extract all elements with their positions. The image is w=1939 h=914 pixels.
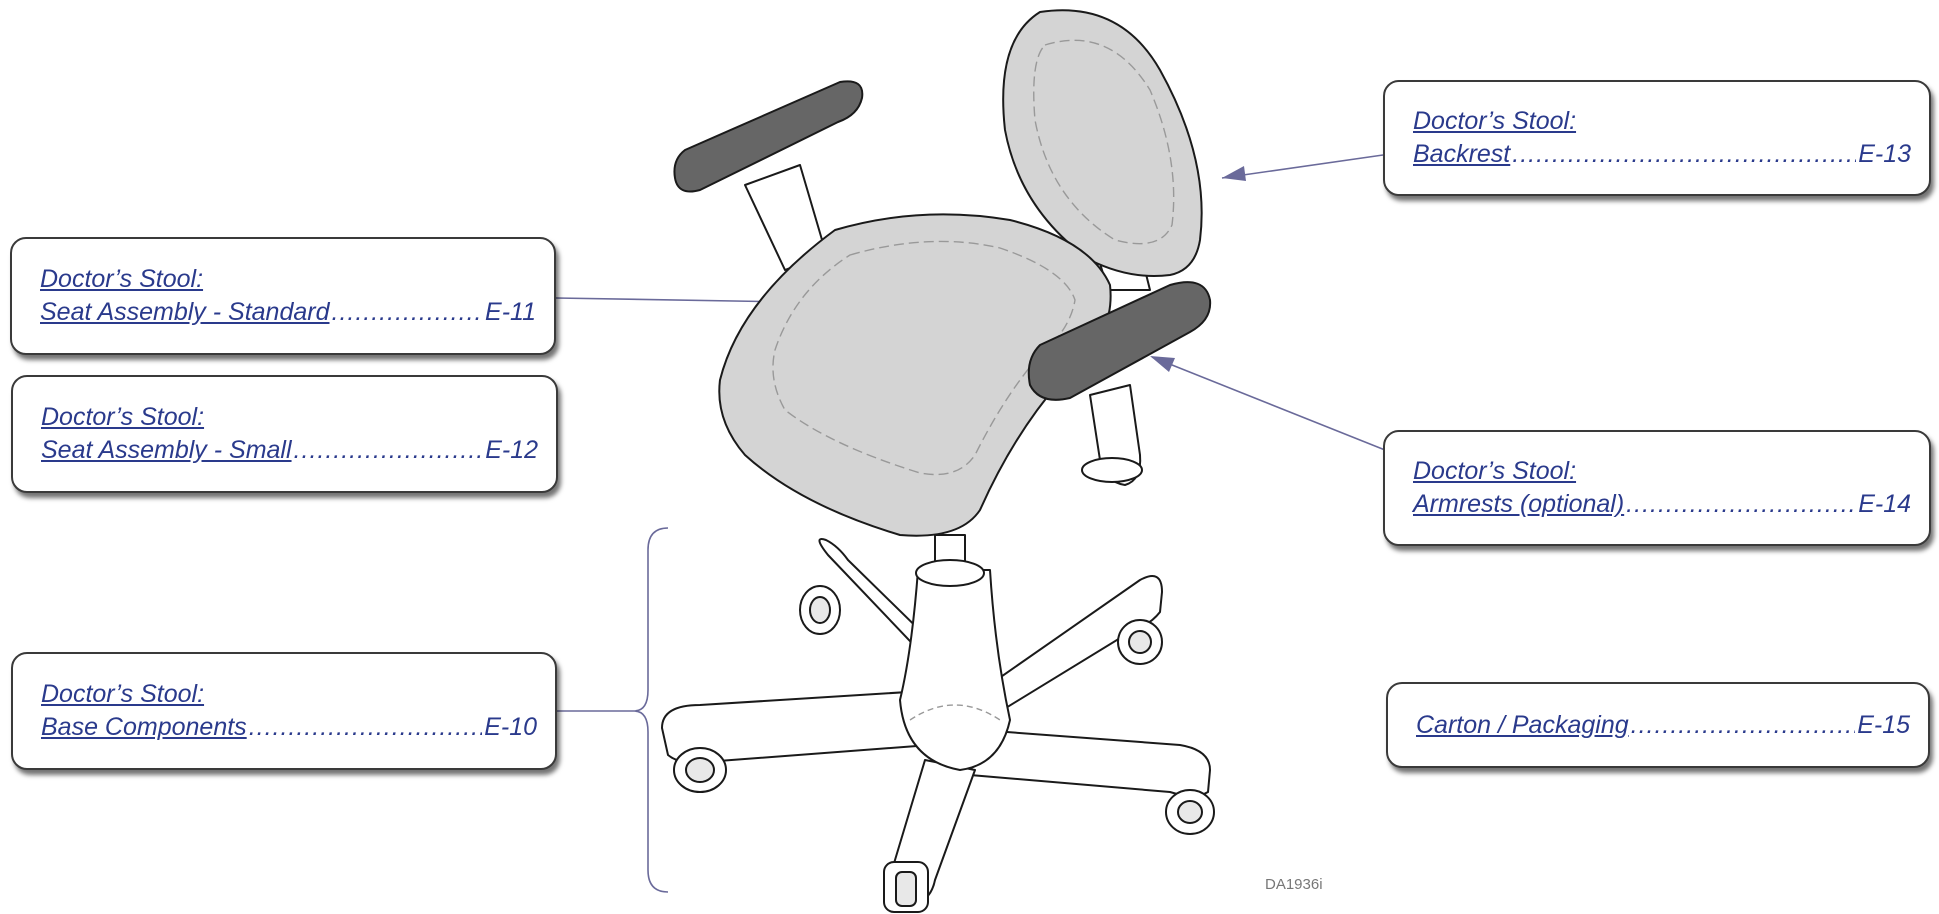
callout-seat-standard[interactable]: Doctor’s Stool: Seat Assembly - Standard… — [10, 237, 556, 355]
seat-seam — [772, 240, 1076, 476]
base-bracket — [633, 527, 669, 893]
callout-armrests-heading[interactable]: Doctor’s Stool: — [1413, 457, 1577, 485]
leader-backrest — [1221, 154, 1384, 179]
callout-seat-standard-page: E-11 — [485, 298, 536, 326]
callout-armrests-page: E-14 — [1858, 490, 1911, 518]
callout-carton-page: E-15 — [1857, 710, 1910, 739]
callout-base-heading[interactable]: Doctor’s Stool: — [41, 680, 205, 708]
base-hub — [899, 569, 1011, 771]
callout-carton-part[interactable]: Carton / Packaging — [1416, 710, 1629, 739]
dot-leader — [1626, 488, 1856, 521]
leader-armrests — [1151, 356, 1386, 451]
callout-seat-standard-part[interactable]: Seat Assembly - Standard — [40, 298, 330, 326]
arrowhead-armrests — [1150, 356, 1175, 372]
hub-top — [915, 559, 985, 587]
callout-carton-line: Carton / Packaging E-15 — [1416, 709, 1910, 742]
callout-seat-small-page: E-12 — [485, 436, 538, 464]
callout-armrests-part[interactable]: Armrests (optional) — [1413, 490, 1625, 518]
backrest — [1002, 9, 1203, 277]
casters — [673, 585, 1215, 913]
seat — [718, 213, 1112, 537]
backrest-seam — [1033, 39, 1175, 245]
callout-backrest[interactable]: Doctor’s Stool: Backrest E-13 — [1383, 80, 1931, 196]
callout-armrests[interactable]: Doctor’s Stool: Armrests (optional) E-14 — [1383, 430, 1931, 546]
callout-backrest-line: Backrest E-13 — [1413, 138, 1911, 171]
callout-backrest-part[interactable]: Backrest — [1413, 140, 1511, 168]
base-leg-front-right — [969, 729, 1211, 797]
drawing-id-label: DA1936i — [1265, 876, 1323, 893]
callout-seat-small[interactable]: Doctor’s Stool: Seat Assembly - Small E-… — [11, 375, 558, 493]
callout-seat-small-line: Seat Assembly - Small E-12 — [41, 434, 538, 467]
callout-seat-standard-line: Seat Assembly - Standard E-11 — [40, 296, 536, 329]
stool-illustration — [661, 9, 1215, 913]
callout-base-line: Base Components E-10 — [41, 711, 537, 744]
base-hub-seam — [909, 704, 1001, 721]
dot-leader — [332, 296, 484, 329]
callout-backrest-heading[interactable]: Doctor’s Stool: — [1413, 107, 1577, 135]
dot-leader — [294, 434, 484, 467]
callout-base-part[interactable]: Base Components — [41, 713, 247, 741]
dot-leader — [249, 711, 483, 744]
callout-base[interactable]: Doctor’s Stool: Base Components E-10 — [11, 652, 557, 770]
armrest-pad-right — [1027, 281, 1212, 401]
arrowhead-backrest — [1222, 166, 1246, 181]
callout-base-page: E-10 — [484, 713, 537, 741]
armrest-pad-left — [673, 80, 864, 193]
callout-seat-standard-heading[interactable]: Doctor’s Stool: — [40, 265, 204, 293]
callout-seat-small-part[interactable]: Seat Assembly - Small — [41, 436, 292, 464]
callout-armrests-line: Armrests (optional) E-14 — [1413, 488, 1911, 521]
callout-backrest-page: E-13 — [1858, 140, 1911, 168]
dot-leader — [1512, 138, 1856, 171]
callout-carton[interactable]: Carton / Packaging E-15 — [1386, 682, 1930, 768]
callout-seat-small-heading[interactable]: Doctor’s Stool: — [41, 403, 205, 431]
dot-leader — [1631, 709, 1856, 742]
armrest-clamp-right — [1081, 457, 1143, 483]
